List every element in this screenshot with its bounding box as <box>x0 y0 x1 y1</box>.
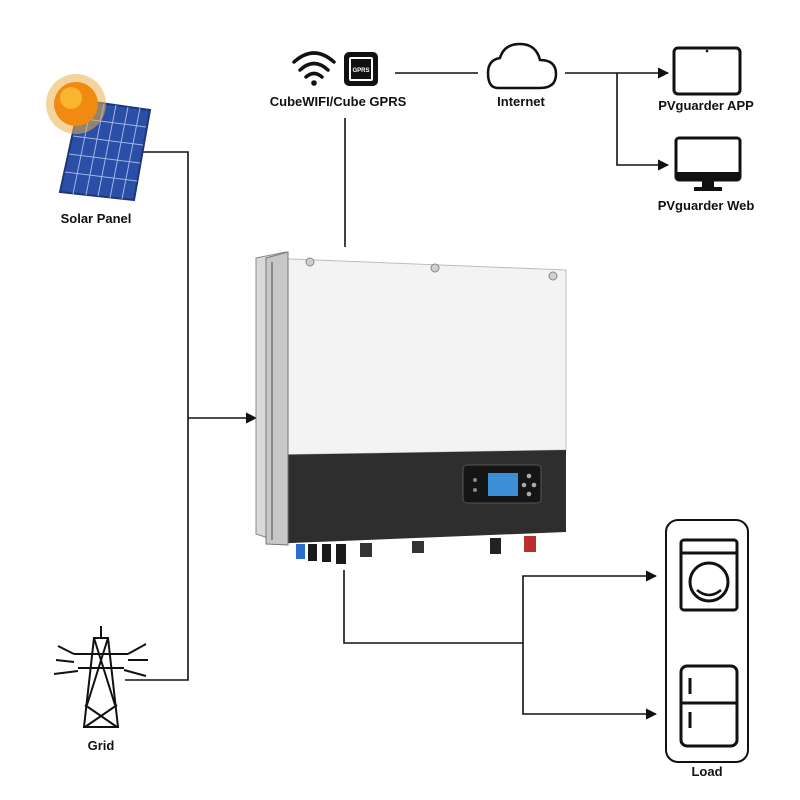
cloud-icon <box>486 42 558 90</box>
inverter-top-cover <box>265 257 567 456</box>
grid-label: Grid <box>88 738 115 753</box>
monitor-icon <box>674 136 742 191</box>
lcd-screen <box>488 473 518 496</box>
status-led <box>473 488 477 492</box>
inverter-display-panel <box>462 464 542 504</box>
load-wire <box>343 570 523 644</box>
mount-screw <box>305 257 315 267</box>
inverter <box>255 251 567 564</box>
solar-panel-label: Solar Panel <box>61 211 132 226</box>
web-label: PVguarder Web <box>658 198 755 213</box>
load-wire-fridge <box>522 643 658 720</box>
refrigerator-icon <box>679 664 739 748</box>
mount-screw <box>430 263 440 273</box>
wifi-icon <box>292 51 336 86</box>
internet: Internet <box>486 42 558 109</box>
solar-wire <box>140 151 189 418</box>
app-endpoint: PVguarder APP <box>658 46 754 113</box>
washing-machine-icon <box>679 538 739 612</box>
power-tower-icon <box>53 626 148 728</box>
web-endpoint: PVguarder Web <box>658 136 755 213</box>
web-wire <box>616 73 670 171</box>
inverter-connectors <box>296 536 536 564</box>
nav-button <box>531 482 537 488</box>
comm-module: GPRS CubeWIFI/Cube GPRS <box>270 51 407 109</box>
load-label: Load <box>691 764 722 779</box>
load-frame <box>665 519 749 763</box>
nav-button <box>526 491 532 497</box>
grid: Grid <box>53 626 148 753</box>
gprs-chip-text: GPRS <box>352 68 369 74</box>
tablet-icon <box>672 46 742 96</box>
load-group: Load <box>665 519 749 779</box>
connection-lines <box>125 67 670 720</box>
internet-label: Internet <box>497 94 545 109</box>
status-led <box>473 478 477 482</box>
mount-screw <box>548 271 558 281</box>
app-label: PVguarder APP <box>658 98 754 113</box>
nav-button <box>521 482 527 488</box>
gprs-chip-icon: GPRS <box>344 52 378 86</box>
comm-module-label: CubeWIFI/Cube GPRS <box>270 94 407 109</box>
load-wire-washer <box>522 570 658 643</box>
grid-wire <box>125 418 189 681</box>
inverter-left-frame <box>265 251 289 546</box>
nav-button <box>526 473 532 479</box>
solar-panel: Solar Panel <box>46 74 152 226</box>
sun-icon <box>46 74 106 134</box>
